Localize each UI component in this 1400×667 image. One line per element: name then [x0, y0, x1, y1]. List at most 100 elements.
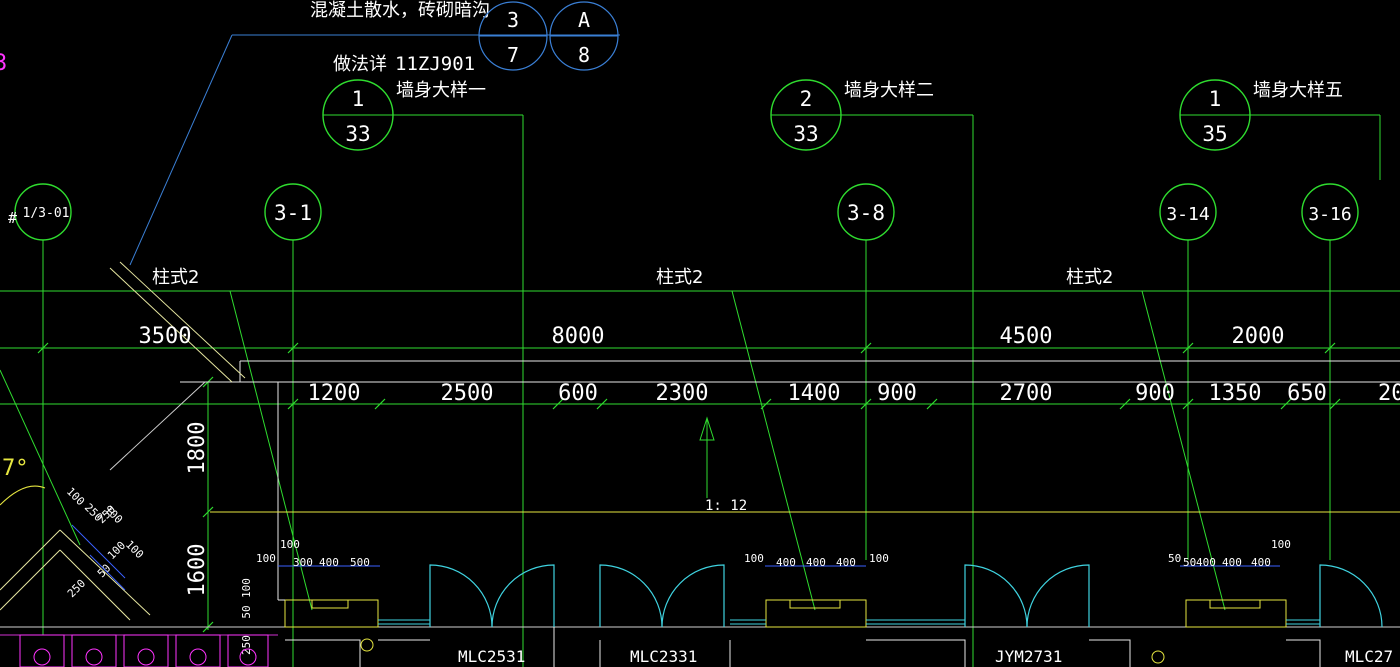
opening-labels: MLC2531 MLC2331 JYM2731 MLC27 — [458, 647, 1393, 666]
detail-ref-a-8: A 8 — [549, 1, 619, 71]
svg-text:900: 900 — [1135, 381, 1175, 406]
svg-text:100: 100 — [1271, 538, 1291, 551]
foundation-row — [19, 634, 269, 667]
dim-line-1 — [0, 290, 1400, 630]
axis-3-16: 3-16 — [1301, 183, 1359, 560]
svg-text:400: 400 — [1251, 556, 1271, 569]
diag-dim-ticks — [71, 524, 126, 591]
diagonal-edges — [0, 261, 246, 621]
svg-text:柱式2: 柱式2 — [656, 267, 703, 288]
axis-1-3-01: 1/3-01 # — [8, 183, 72, 635]
atlas-code: 11ZJ901 — [395, 53, 475, 75]
axis-3-8: 3-8 — [837, 183, 895, 560]
svg-text:400: 400 — [319, 556, 339, 569]
svg-text:MLC2331: MLC2331 — [630, 647, 697, 666]
svg-text:2: 2 — [800, 87, 813, 111]
svg-text:4500: 4500 — [1000, 324, 1053, 349]
svg-text:100: 100 — [280, 538, 300, 551]
svg-text:250: 250 — [65, 577, 88, 600]
svg-text:50: 50 — [1168, 552, 1181, 565]
svg-text:35: 35 — [1202, 122, 1227, 146]
svg-text:400: 400 — [806, 556, 826, 569]
small-dims-g3: 50 50 400 400 400 100 — [1168, 538, 1291, 569]
svg-text:3-1: 3-1 — [274, 201, 312, 225]
svg-text:8: 8 — [578, 43, 590, 67]
svg-text:500: 500 — [350, 556, 370, 569]
svg-text:1400: 1400 — [788, 381, 841, 406]
svg-text:3: 3 — [507, 8, 519, 32]
diag-small-dims: 100 250 250 100 100 50 100 250 — [64, 485, 146, 600]
svg-text:A: A — [578, 8, 590, 32]
svg-text:650: 650 — [1287, 381, 1327, 406]
svg-text:400: 400 — [836, 556, 856, 569]
note-leader — [129, 34, 620, 266]
wall-lines — [0, 360, 1400, 628]
svg-text:400: 400 — [1196, 556, 1216, 569]
svg-text:100: 100 — [240, 578, 253, 598]
svg-text:3-8: 3-8 — [847, 201, 885, 225]
svg-text:400: 400 — [776, 556, 796, 569]
svg-text:2000: 2000 — [1232, 324, 1285, 349]
axis-3-14: 3-14 — [1159, 183, 1217, 560]
svg-text:33: 33 — [793, 122, 818, 146]
top-note: 混凝土散水，砖砌暗沟 — [310, 0, 490, 21]
svg-text:1200: 1200 — [308, 381, 361, 406]
green-slant-left — [0, 369, 81, 546]
sill-lines — [378, 619, 1320, 625]
svg-text:100: 100 — [64, 485, 87, 508]
dims-row2: 1200 2500 600 2300 1400 900 2700 900 135… — [308, 381, 1400, 406]
svg-text:1: 1 — [1209, 87, 1222, 111]
svg-text:100: 100 — [105, 539, 128, 562]
small-dims-g2: 100 400 400 400 100 — [744, 552, 889, 569]
svg-text:1800: 1800 — [185, 422, 210, 475]
svg-text:2300: 2300 — [656, 381, 709, 406]
svg-text:JYM2731: JYM2731 — [995, 647, 1062, 666]
svg-text:100: 100 — [256, 552, 276, 565]
svg-text:墙身大样一: 墙身大样一 — [396, 80, 486, 101]
svg-text:墙身大样五: 墙身大样五 — [1253, 80, 1343, 101]
detail-ref-2-33: 2 33 墙身大样二 — [770, 79, 974, 667]
svg-text:900: 900 — [877, 381, 917, 406]
svg-text:50: 50 — [1183, 556, 1196, 569]
svg-text:8000: 8000 — [552, 324, 605, 349]
svg-text:MLC2531: MLC2531 — [458, 647, 525, 666]
svg-text:柱式2: 柱式2 — [1066, 267, 1113, 288]
svg-text:7: 7 — [507, 43, 519, 67]
svg-text:1350: 1350 — [1209, 381, 1262, 406]
svg-text:1/3-01: 1/3-01 — [23, 206, 70, 221]
svg-text:7°: 7° — [2, 456, 29, 481]
column-label-1: 柱式2 — [150, 267, 313, 611]
svg-text:2500: 2500 — [441, 381, 494, 406]
door-swings — [429, 564, 1383, 628]
svg-text:400: 400 — [1222, 556, 1242, 569]
angle-mark: 7° — [0, 456, 46, 506]
column-bases — [284, 599, 1287, 628]
svg-text:3-16: 3-16 — [1308, 204, 1351, 225]
axis-3-1: 3-1 — [264, 183, 322, 667]
svg-text:33: 33 — [345, 122, 370, 146]
svg-text:1600: 1600 — [185, 544, 210, 597]
svg-text:3-14: 3-14 — [1166, 204, 1209, 225]
svg-text:3500: 3500 — [139, 324, 192, 349]
svg-text:20: 20 — [1378, 381, 1400, 406]
dims-row1: 3500 8000 4500 2000 — [139, 324, 1285, 349]
svg-text:100: 100 — [869, 552, 889, 565]
svg-text:300: 300 — [293, 556, 313, 569]
svg-text:50: 50 — [240, 605, 253, 618]
small-dims-g1: 100 100 300 400 500 — [256, 538, 380, 569]
dims-vertical: 1800 1600 100 50 250 — [185, 422, 253, 655]
svg-text:#: # — [8, 209, 17, 227]
svg-text:600: 600 — [558, 381, 598, 406]
svg-text:墙身大样二: 墙身大样二 — [844, 80, 934, 101]
edge-fragment: 3 — [0, 51, 7, 76]
detail-ref-1-33: 1 33 墙身大样一 — [322, 79, 524, 667]
svg-text:1: 1 — [352, 87, 365, 111]
svg-text:1: 12: 1: 12 — [705, 498, 747, 514]
svg-text:100: 100 — [744, 552, 764, 565]
detail-ref-1-35: 1 35 墙身大样五 — [1179, 79, 1381, 180]
detail-ref-3-7: 3 7 — [478, 1, 548, 71]
method-label: 做法详 — [333, 54, 387, 75]
slope-arrow: 1: 12 — [699, 416, 747, 514]
svg-text:柱式2: 柱式2 — [152, 267, 199, 288]
drain-markers — [360, 638, 1165, 664]
